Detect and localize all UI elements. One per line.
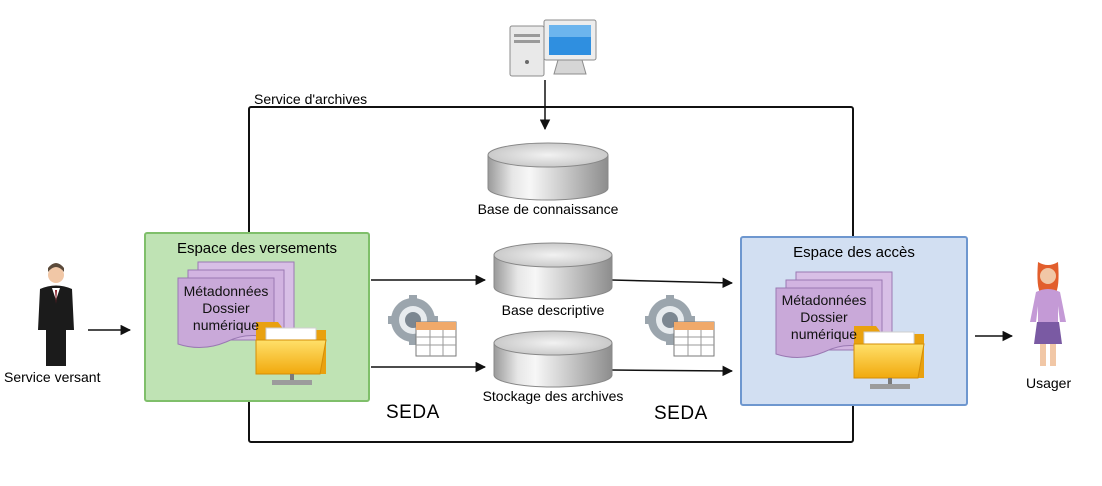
versements-doc-label: Métadonnées Dossier numérique (178, 283, 274, 334)
person-female-icon (1030, 262, 1066, 366)
service-archives-title: Service d'archives (254, 91, 368, 107)
database-icon-descriptive (493, 242, 613, 300)
table-icon-right (673, 321, 715, 357)
stockage-archives-label: Stockage des archives (482, 388, 624, 404)
usager-label: Usager (1026, 375, 1072, 391)
espace-acces-title: Espace des accès (793, 244, 915, 261)
acces-doc-label: Métadonnées Dossier numérique (776, 292, 872, 343)
versements-doc-line3: numérique (192, 317, 260, 333)
seda-label-right: SEDA (654, 403, 708, 424)
table-icon-left (415, 321, 457, 357)
arrow-storage-to-acces (611, 365, 734, 377)
base-descriptive-label: Base descriptive (501, 302, 605, 318)
versements-doc-line2: Dossier (202, 300, 250, 316)
seda-label-left: SEDA (386, 402, 440, 423)
person-male-icon (38, 263, 74, 366)
acces-doc-line1: Métadonnées (781, 292, 867, 308)
computer-icon (509, 19, 597, 77)
service-versant-label: Service versant (4, 369, 101, 385)
acces-doc-line3: numérique (790, 326, 858, 342)
database-icon-storage (493, 330, 613, 388)
base-connaissance-label: Base de connaissance (477, 201, 619, 217)
acces-doc-line2: Dossier (800, 309, 848, 325)
arrow-descriptive-to-acces (611, 277, 734, 289)
database-icon-knowledge (487, 142, 609, 201)
espace-versements-title: Espace des versements (176, 240, 338, 257)
versements-doc-line1: Métadonnées (183, 283, 269, 299)
